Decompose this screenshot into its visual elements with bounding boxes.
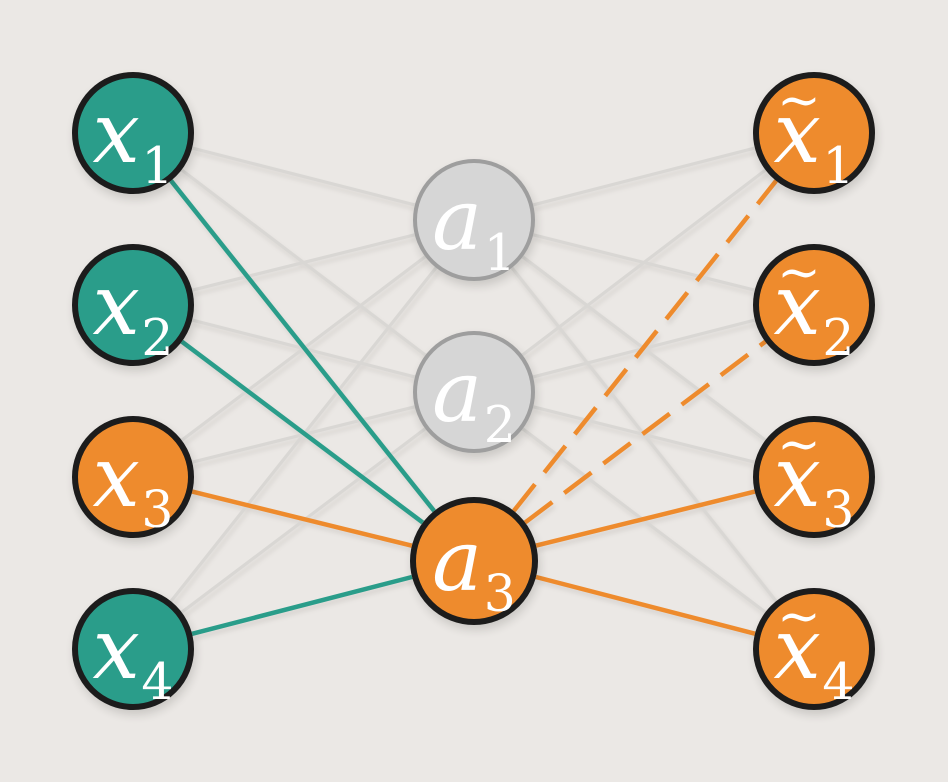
node-label-base: x — [92, 256, 140, 354]
node-label-base: x — [773, 84, 821, 182]
edge-x4-a3 — [191, 574, 413, 636]
tilde-accent: ~ — [777, 243, 821, 304]
edge-a3-xt4 — [535, 574, 756, 636]
node-label-subscript: 4 — [141, 652, 174, 712]
edge-x1-a1 — [191, 146, 416, 207]
node-label-subscript: 3 — [822, 480, 855, 540]
edge-a1-xt1 — [532, 146, 756, 207]
node-label-base: x — [92, 428, 140, 526]
tilde-accent: ~ — [777, 415, 821, 476]
tilde-accent: ~ — [777, 71, 821, 132]
node-label-base: x — [773, 600, 821, 698]
node-label-base: x — [773, 428, 821, 526]
edge-x2-a3 — [180, 339, 425, 525]
node-label-base: x — [92, 84, 140, 182]
edge-a3-xt2 — [523, 339, 767, 525]
node-label-subscript: 2 — [483, 395, 516, 455]
node-label-subscript: 3 — [141, 480, 174, 540]
node-label-subscript: 2 — [822, 308, 855, 368]
edge-x3-a3 — [191, 489, 413, 548]
node-label-base: x — [92, 600, 140, 698]
node-label-subscript: 3 — [483, 564, 516, 624]
node-label-base: a — [432, 512, 483, 610]
node-label-subscript: 1 — [822, 136, 855, 196]
node-label-base: a — [432, 343, 483, 441]
tilde-accent: ~ — [777, 587, 821, 648]
node-label-base: a — [432, 171, 483, 269]
edge-x1-a3 — [169, 179, 436, 513]
edge-a2-xt1 — [521, 168, 767, 357]
node-label-base: x — [773, 256, 821, 354]
node-label-subscript: 1 — [141, 136, 174, 196]
edge-x2-a1 — [191, 233, 416, 292]
node-label-subscript: 4 — [822, 652, 855, 712]
node-label-subscript: 1 — [483, 223, 516, 283]
node-label-subscript: 2 — [141, 308, 174, 368]
edge-a3-xt1 — [512, 179, 778, 513]
edge-a3-xt3 — [535, 489, 756, 548]
